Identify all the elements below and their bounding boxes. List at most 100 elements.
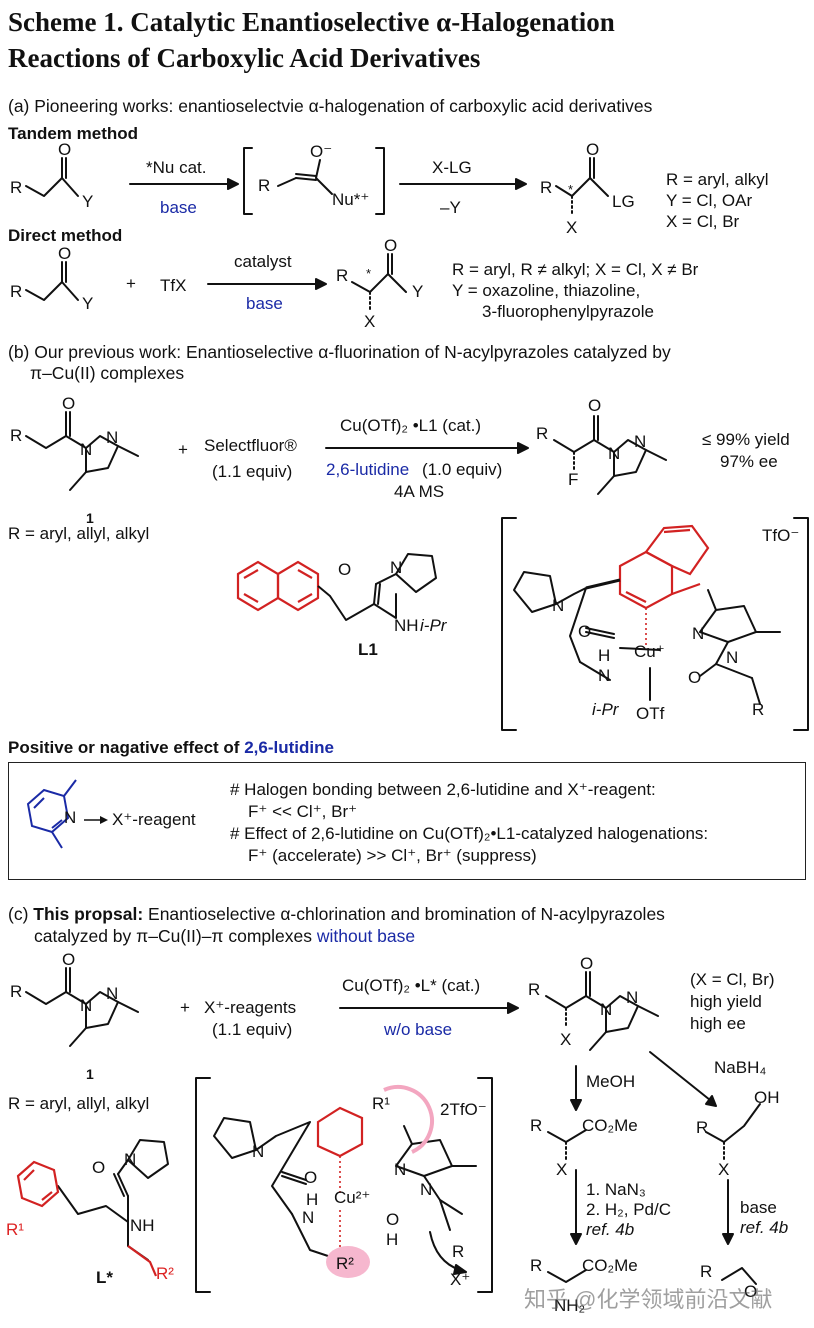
tandem-prod-star: * bbox=[568, 182, 574, 197]
lutidine-n: N bbox=[64, 808, 77, 827]
amino-nh2: NH₂ bbox=[554, 1296, 586, 1315]
b-yield: ≤ 99% yield bbox=[702, 430, 790, 449]
b-cond-catalyst: Cu(OTf)₂ •L1 (cat.) bbox=[340, 416, 482, 435]
b-complex-n-pz2: N bbox=[726, 648, 739, 667]
b-sm-r: R bbox=[10, 426, 23, 445]
l1-nh: NH bbox=[394, 616, 419, 635]
b-complex-n-pz: N bbox=[692, 624, 705, 643]
tandem-prod-r: R bbox=[540, 178, 553, 197]
tandem-note-1: R = aryl, alkyl bbox=[666, 170, 769, 189]
b-plus: + bbox=[178, 440, 188, 459]
effect-heading: Positive or nagative effect of 2,6-lutid… bbox=[8, 738, 334, 757]
effect-line-2: F⁺ << Cl⁺, Br⁺ bbox=[248, 802, 358, 821]
lutidine-effect-box bbox=[8, 762, 806, 880]
b-sm-n1: N bbox=[80, 440, 93, 459]
c-cond-catalyst: Cu(OTf)₂ •L* (cat.) bbox=[342, 976, 481, 995]
c-cond-no-base: w/o base bbox=[384, 1020, 453, 1039]
lstar-nh: NH bbox=[130, 1216, 155, 1235]
c-epox-base: base bbox=[740, 1198, 777, 1217]
direct-prod-y: Y bbox=[412, 282, 424, 301]
complex-aryl bbox=[316, 1106, 364, 1158]
b-complex-o-amide: O bbox=[578, 622, 592, 641]
c-complex-n-amine: N bbox=[302, 1208, 315, 1227]
c-nabh4: NaBH₄ bbox=[714, 1058, 767, 1077]
direct-plus: + bbox=[126, 274, 136, 293]
b-sm-o: O bbox=[62, 394, 76, 413]
ester-co2me: CO₂Me bbox=[582, 1116, 638, 1135]
direct-note-3: 3-fluorophenylpyrazole bbox=[482, 302, 654, 321]
c-complex-xplus: X⁺ bbox=[450, 1270, 471, 1289]
effect-line-1: # Halogen bonding between 2,6-lutidine a… bbox=[230, 780, 656, 799]
lutidine-ring bbox=[26, 779, 77, 849]
tandem-note-3: X = Cl, Br bbox=[666, 212, 740, 231]
alcohol-oh: OH bbox=[754, 1088, 780, 1107]
complex-naphthalene bbox=[618, 524, 710, 610]
b-cond-lutidine-equiv: (1.0 equiv) bbox=[422, 460, 503, 479]
amino-r: R bbox=[530, 1256, 543, 1275]
c-prod-o: O bbox=[580, 954, 594, 973]
tandem-catalyst: *Nu cat. bbox=[146, 158, 207, 177]
effect-line-4: F⁺ (accelerate) >> Cl⁺, Br⁺ (suppress) bbox=[248, 846, 537, 865]
c-note-2: high yield bbox=[690, 992, 762, 1011]
tandem-sm-o: O bbox=[58, 140, 72, 159]
enolate-r: R bbox=[258, 176, 271, 195]
c-reagent-equiv: (1.1 equiv) bbox=[212, 1020, 293, 1039]
direct-prod-x: X bbox=[364, 312, 376, 331]
b-complex-tfo: TfO⁻ bbox=[762, 526, 800, 545]
c-step-1: 1. NaN₃ bbox=[586, 1180, 646, 1199]
alcohol-x: X bbox=[718, 1160, 730, 1179]
c-sm-n1: N bbox=[80, 996, 93, 1015]
c-complex-n-pz2: N bbox=[420, 1180, 433, 1199]
c-complex-h: H bbox=[306, 1190, 319, 1209]
lstar-label: L* bbox=[96, 1268, 113, 1287]
b-complex-cu: Cu⁺ bbox=[634, 642, 665, 661]
l1-label: L1 bbox=[358, 640, 378, 659]
b-cond-lutidine: 2,6-lutidine bbox=[326, 460, 410, 479]
l1-n: N bbox=[390, 558, 403, 577]
direct-sm-r: R bbox=[10, 282, 23, 301]
tandem-prod-o: O bbox=[586, 140, 600, 159]
direct-prod-star: * bbox=[366, 266, 372, 281]
b-cond-ms: 4A MS bbox=[394, 482, 445, 501]
b-complex-o-acyl: O bbox=[688, 668, 702, 687]
tandem-xlg: X-LG bbox=[432, 158, 472, 177]
enolate-o: O⁻ bbox=[310, 142, 333, 161]
b-sm-n2: N bbox=[106, 428, 119, 447]
b-complex-n-pyrr: N bbox=[552, 596, 565, 615]
c-ref-1: ref. 4b bbox=[586, 1220, 635, 1239]
b-complex-h: H bbox=[598, 646, 611, 665]
alcohol-r: R bbox=[696, 1118, 709, 1137]
direct-note-1: R = aryl, R ≠ alkyl; X = Cl, X ≠ Br bbox=[452, 260, 699, 279]
lstar-n: N bbox=[124, 1150, 137, 1169]
b-ee: 97% ee bbox=[720, 452, 778, 471]
tandem-prod-x: X bbox=[566, 218, 578, 237]
c-complex-tfo: 2TfO⁻ bbox=[440, 1100, 487, 1119]
c-prod-r: R bbox=[528, 980, 541, 999]
tandem-minus-y: –Y bbox=[440, 198, 461, 217]
lstar-o: O bbox=[92, 1158, 106, 1177]
tandem-sm-y: Y bbox=[82, 192, 94, 211]
b-prod-o: O bbox=[588, 396, 602, 415]
section-b-heading-2: π–Cu(II) complexes bbox=[30, 363, 185, 383]
b-prod-r: R bbox=[536, 424, 549, 443]
l1-ipr: i-Pr bbox=[420, 616, 447, 635]
effect-x-reagent: X⁺-reagent bbox=[112, 810, 196, 829]
c-ref-2: ref. 4b bbox=[740, 1218, 789, 1237]
c-complex-r2: R² bbox=[336, 1254, 354, 1273]
direct-sm-y: Y bbox=[82, 294, 94, 313]
tandem-note-2: Y = Cl, OAr bbox=[666, 191, 753, 210]
direct-sm-o: O bbox=[58, 244, 72, 263]
b-complex-otf: OTf bbox=[636, 704, 665, 723]
section-b-heading-1: (b) Our previous work: Enantioselective … bbox=[8, 342, 671, 362]
c-complex-r1: R¹ bbox=[372, 1094, 390, 1113]
c-complex-h2: H bbox=[386, 1230, 399, 1249]
c-prod-x: X bbox=[560, 1030, 572, 1049]
tandem-prod-lg: LG bbox=[612, 192, 635, 211]
c-sm-n2: N bbox=[106, 984, 119, 1003]
l1-naphthalene bbox=[236, 560, 320, 612]
c-plus: + bbox=[180, 998, 190, 1017]
c-complex-n-pz: N bbox=[394, 1160, 407, 1179]
section-c-heading-1: (c) This propsal: Enantioselective α-chl… bbox=[8, 904, 665, 924]
c-sm-o: O bbox=[62, 950, 76, 969]
